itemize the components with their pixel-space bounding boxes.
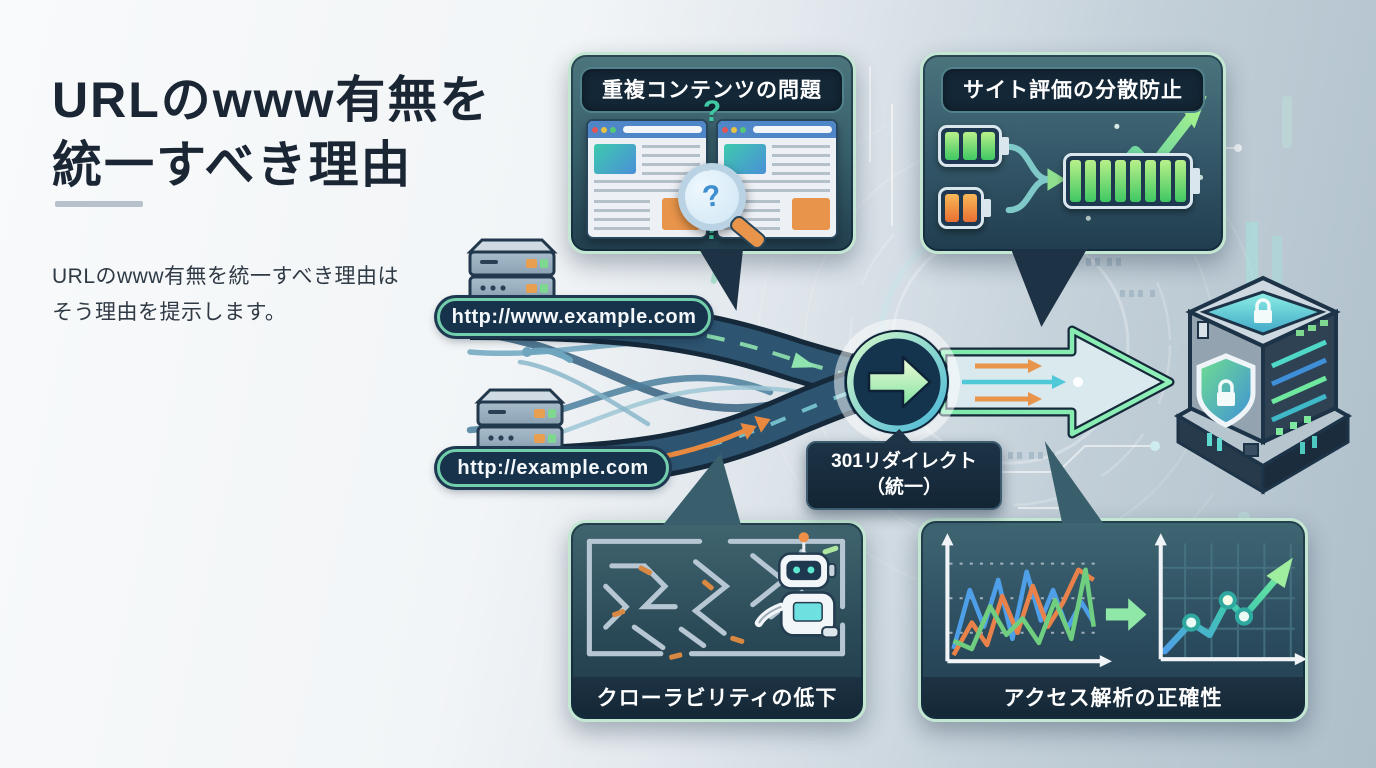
panel-analytics-label: アクセス解析の正確性 xyxy=(1003,687,1223,710)
redirect-arrow xyxy=(938,325,1175,439)
url-www-label: http://www.example.com xyxy=(451,305,697,328)
analytics-charts-illustration xyxy=(941,533,1305,668)
maze-robot-illustration xyxy=(586,532,846,660)
panel-duplicate-content: 重複コンテンツの問題 ? ? ? xyxy=(568,52,856,311)
robot-icon xyxy=(754,532,840,639)
merge-circle-icon xyxy=(834,319,960,445)
url-pill-www: http://www.example.com xyxy=(437,298,711,336)
magnifier-icon: ? xyxy=(672,157,769,252)
panel-analytics-footer: アクセス解析の正確性 xyxy=(923,677,1303,717)
magnifier-question-mark: ? xyxy=(700,178,724,215)
question-mark-icon: ? xyxy=(702,95,722,128)
url-pill-bare: http://example.com xyxy=(437,449,669,487)
page-title-line2: 統一すべき理由 xyxy=(52,136,413,193)
panel-crawlability-footer: クローラビリティの低下 xyxy=(573,677,861,717)
messy-chart-icon xyxy=(941,533,1112,668)
panel-duplicate-label: 重複コンテンツの問題 xyxy=(602,79,822,102)
page-subtitle: URLのwww有無を統一すべき理由は そう理由を提示します。 xyxy=(52,259,399,331)
panel-site-evaluation: サイト評価の分散防止 xyxy=(920,52,1226,327)
browser-titlebar xyxy=(588,121,706,138)
page-title-line1: URLのwww有無を xyxy=(52,71,492,128)
battery-full-icon xyxy=(1063,153,1200,209)
top-lock-icon xyxy=(1254,298,1272,323)
redirect-label-line1: 301リダイレクト xyxy=(831,451,977,472)
panel-site-evaluation-label: サイト評価の分散防止 xyxy=(963,79,1183,102)
redirect-label: 301リダイレクト （統一） xyxy=(806,429,1002,511)
page-subtitle-line2: そう理由を提示します。 xyxy=(52,301,287,325)
url-bare-label: http://example.com xyxy=(457,456,649,479)
merge-arrowhead xyxy=(1047,168,1066,191)
crawler-debris xyxy=(612,565,745,660)
battery-partial-icon xyxy=(938,125,1009,167)
duplicate-pages-illustration: ? ? ? xyxy=(571,55,853,252)
panel-duplicate-header: 重複コンテンツの問題 xyxy=(580,67,844,113)
panel-site-evaluation-header: サイト評価の分散防止 xyxy=(941,67,1205,113)
title-divider xyxy=(55,201,143,207)
secure-server-illustration xyxy=(1173,222,1353,495)
maze-icon xyxy=(586,538,846,657)
shield-icon xyxy=(1196,353,1256,428)
redirect-label-line2: （統一） xyxy=(865,476,942,498)
transform-arrow-icon xyxy=(1105,598,1147,631)
page-subtitle-line1: URLのwww有無を統一すべき理由は xyxy=(52,265,400,288)
panel-crawlability-label: クローラビリティの低下 xyxy=(596,687,838,710)
clean-chart-icon xyxy=(1154,533,1305,666)
panel-crawlability: クローラビリティの低下 xyxy=(568,453,866,722)
battery-low-icon xyxy=(938,187,991,229)
page-title: URLのwww有無を 統一すべき理由 xyxy=(52,68,491,198)
browser-titlebar xyxy=(718,121,836,138)
panel-analytics: アクセス解析の正確性 xyxy=(918,441,1308,722)
